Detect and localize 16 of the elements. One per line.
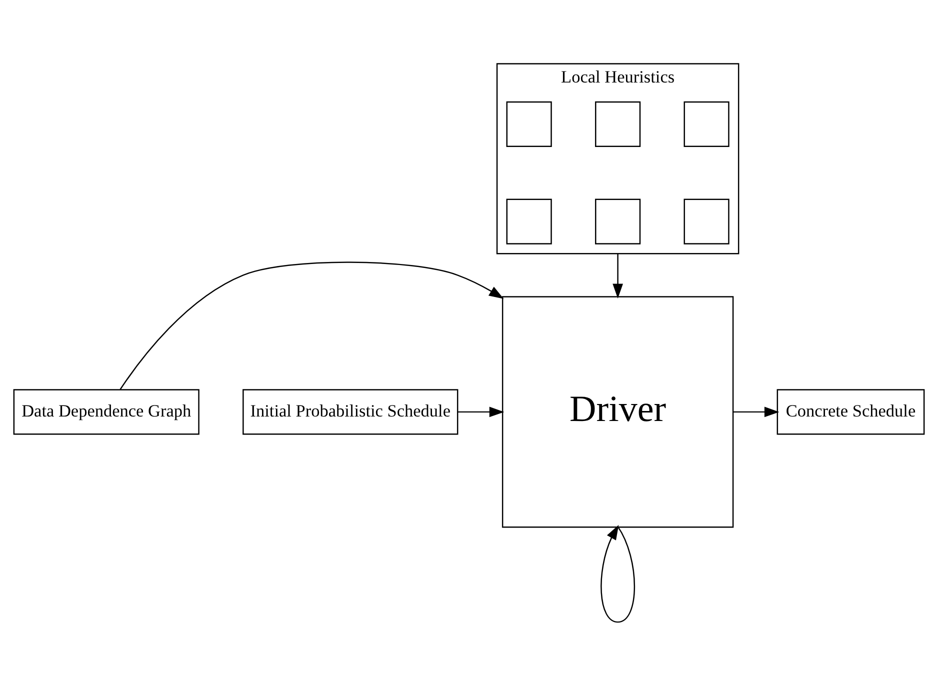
arrow xyxy=(612,254,622,299)
arrow xyxy=(457,406,504,418)
node-box: Driver xyxy=(501,296,734,528)
node-box xyxy=(506,101,552,147)
node-box xyxy=(683,101,729,147)
node-box xyxy=(594,198,640,244)
node-box: Initial Probabilistic Schedule xyxy=(242,389,458,435)
node-box xyxy=(594,101,640,147)
node-box xyxy=(683,198,729,244)
node-box: Concrete Schedule xyxy=(776,389,924,435)
node-box: Data Dependence Graph xyxy=(12,389,199,435)
arrow xyxy=(600,524,635,623)
node-box xyxy=(506,198,552,244)
arrow xyxy=(732,406,779,418)
cluster: Local Heuristics xyxy=(496,63,739,254)
arrow xyxy=(119,262,504,390)
